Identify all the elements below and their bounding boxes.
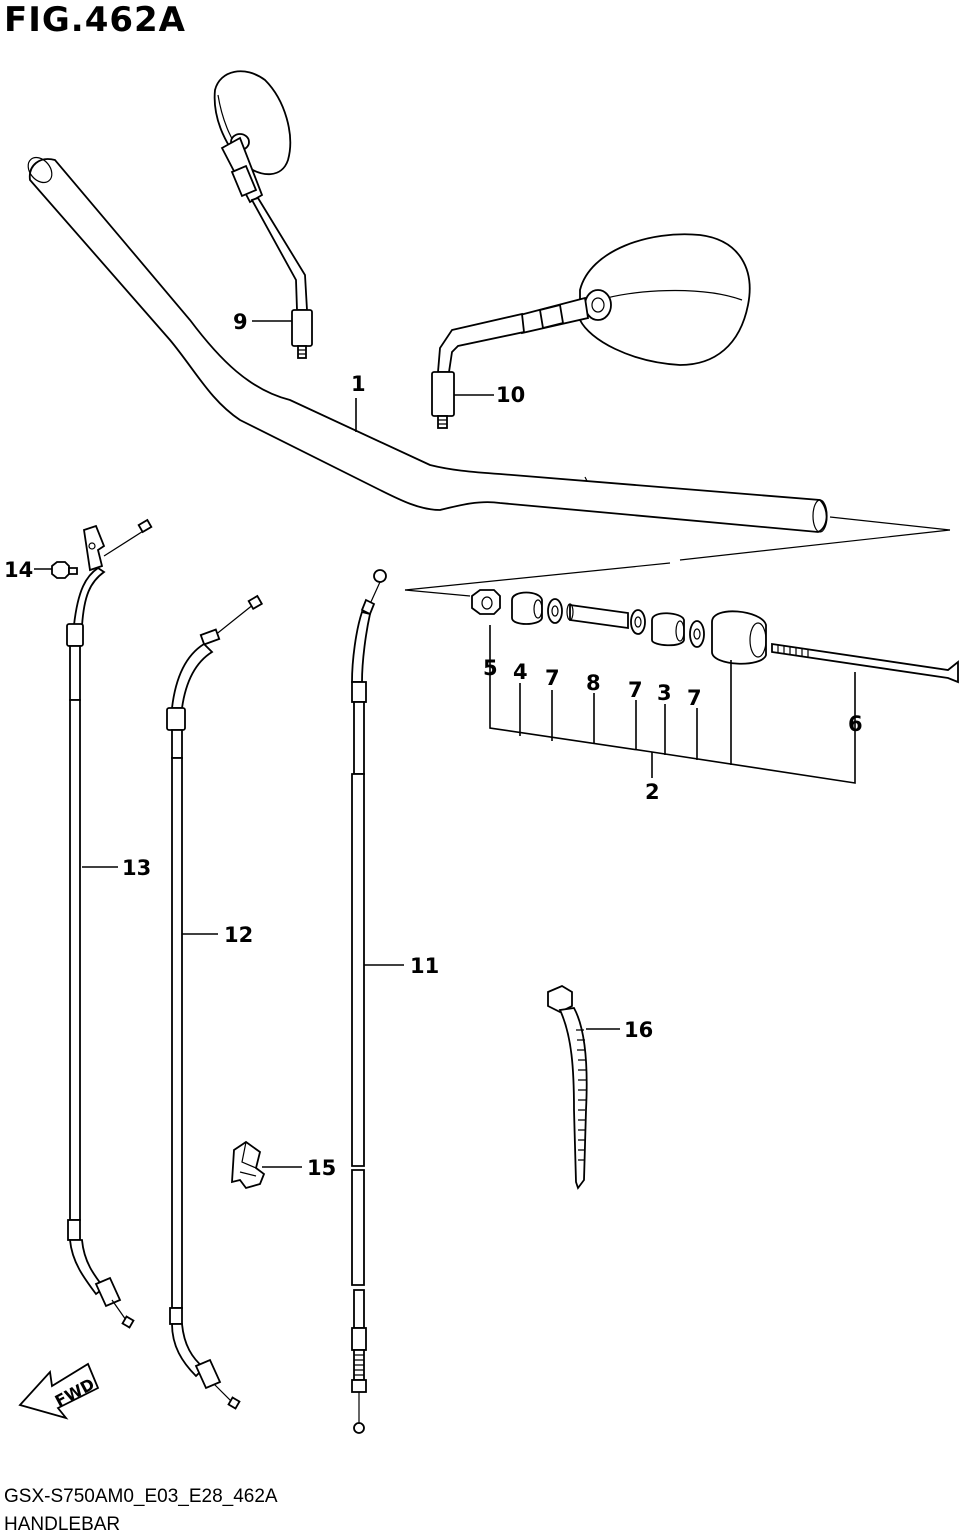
callout-1: 1 bbox=[351, 372, 366, 396]
callout-7a: 7 bbox=[545, 666, 560, 690]
weight-nut-part[interactable] bbox=[471, 589, 501, 615]
left-mirror[interactable] bbox=[213, 70, 313, 359]
callout-2: 2 bbox=[645, 780, 660, 804]
washer-part-7a[interactable] bbox=[547, 598, 563, 624]
washer-part-7c[interactable] bbox=[689, 620, 705, 648]
callout-12: 12 bbox=[224, 923, 253, 947]
callout-13: 13 bbox=[122, 856, 151, 880]
callout-4: 4 bbox=[513, 660, 528, 684]
clamp-part-15[interactable] bbox=[231, 1140, 266, 1190]
callout-15: 15 bbox=[307, 1156, 336, 1180]
spacer-part-3[interactable] bbox=[651, 612, 685, 647]
balancer-weight[interactable] bbox=[711, 610, 767, 665]
fwd-direction-arrow: FWD bbox=[18, 1362, 100, 1420]
figure-title: FIG.462A bbox=[4, 0, 186, 40]
cable-tie-part-16[interactable] bbox=[547, 984, 588, 1190]
callout-8: 8 bbox=[586, 671, 601, 695]
balancer-assembly[interactable] bbox=[404, 516, 959, 784]
callout-9: 9 bbox=[233, 310, 248, 334]
model-code: GSX-S750AM0_E03_E28_462A bbox=[4, 1486, 278, 1507]
leader-lines bbox=[34, 320, 620, 1168]
callout-16: 16 bbox=[624, 1018, 653, 1042]
section-name: HANDLEBAR bbox=[4, 1514, 121, 1535]
callout-11: 11 bbox=[410, 954, 439, 978]
spacer-part-4[interactable] bbox=[511, 591, 543, 625]
inner-tube-part[interactable] bbox=[566, 603, 629, 630]
bolt-part-14[interactable] bbox=[51, 561, 78, 579]
callout-5: 5 bbox=[483, 656, 498, 680]
handlebar-part[interactable] bbox=[23, 153, 828, 533]
cable-12[interactable] bbox=[166, 594, 264, 1410]
callout-7b: 7 bbox=[628, 678, 643, 702]
cable-11[interactable] bbox=[351, 569, 387, 1434]
right-mirror[interactable] bbox=[431, 233, 751, 429]
callout-14: 14 bbox=[4, 558, 33, 582]
callout-3: 3 bbox=[657, 681, 672, 705]
callout-10: 10 bbox=[496, 383, 525, 407]
washer-part-7b[interactable] bbox=[630, 609, 646, 635]
callout-6: 6 bbox=[848, 712, 863, 736]
cable-13[interactable] bbox=[66, 518, 153, 1329]
balancer-screw-part[interactable] bbox=[771, 642, 959, 684]
callout-7c: 7 bbox=[687, 686, 702, 710]
